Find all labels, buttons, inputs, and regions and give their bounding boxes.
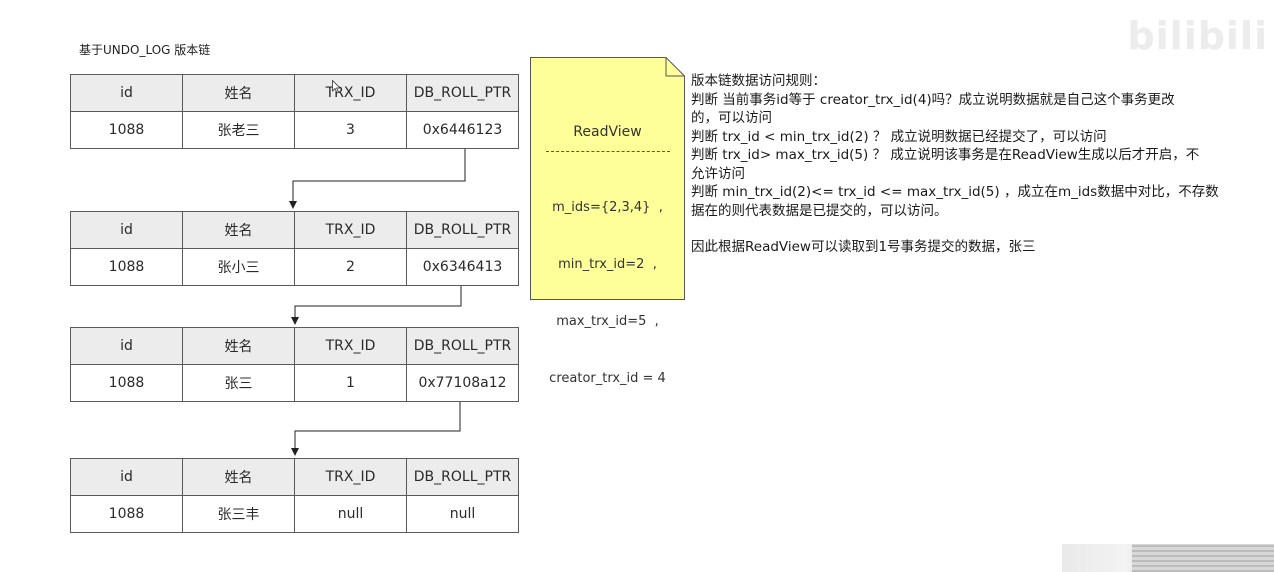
- record-header-row: id 姓名 TRX_ID DB_ROLL_PTR: [70, 327, 519, 365]
- rule-line: 判断 trx_id < min_trx_id(2) ？ 成立说明数据已经提交了，…: [691, 128, 1107, 145]
- rule-line: 判断 trx_id> max_trx_id(5) ？ 成立说明该事务是在Read…: [691, 147, 1200, 163]
- rule-line: 据在的则代表数据是已提交的，可以访问。: [691, 202, 948, 219]
- cell-trx-id: null: [294, 495, 407, 533]
- roll-pointer-arrow-1: [289, 149, 466, 209]
- rule-line: 判断 当前事务id等于 creator_trx_id(4)吗？成立说明数据就是自…: [691, 91, 1175, 108]
- rule-line: 判断 min_trx_id(2)<= trx_id <= max_trx_id(…: [691, 184, 1219, 200]
- rules-conclusion: 因此根据ReadView可以读取到1号事务提交的数据，张三: [691, 239, 1036, 255]
- cell-name: 张三丰: [182, 495, 295, 533]
- cell-trx-id: 3: [294, 111, 407, 149]
- cell-db-roll-ptr: null: [406, 495, 519, 533]
- rule-line: 的，可以访问: [691, 110, 772, 126]
- rules-heading: 版本链数据访问规则：: [691, 73, 826, 89]
- header-db-roll-ptr: DB_ROLL_PTR: [406, 211, 519, 249]
- record-data-row: 1088 张老三 3 0x6446123: [70, 111, 519, 149]
- record-header-row: id 姓名 TRX_ID DB_ROLL_PTR: [70, 211, 519, 249]
- diagram-title: 基于UNDO_LOG 版本链: [79, 43, 211, 57]
- cell-name: 张老三: [182, 111, 295, 149]
- cell-id: 1088: [70, 111, 183, 149]
- readview-separator: [546, 151, 670, 152]
- roll-pointer-arrow-2: [291, 286, 462, 325]
- access-rules: 版本链数据访问规则： 判断 当前事务id等于 creator_trx_id(4)…: [691, 72, 1246, 257]
- record-header-row: id 姓名 TRX_ID DB_ROLL_PTR: [70, 74, 519, 112]
- header-name: 姓名: [182, 74, 295, 112]
- roll-pointer-arrow-3: [291, 402, 461, 456]
- cell-trx-id: 1: [294, 364, 407, 402]
- readview-creator-trx-id: creator_trx_id = 4: [549, 371, 666, 386]
- video-thumbnail: [1062, 544, 1274, 572]
- readview-min-trx-id: min_trx_id=2 ,: [558, 257, 657, 272]
- header-id: id: [70, 327, 183, 365]
- header-trx-id: TRX_ID: [294, 74, 407, 112]
- header-name: 姓名: [182, 211, 295, 249]
- version-record-1: id 姓名 TRX_ID DB_ROLL_PTR 1088 张老三 3 0x64…: [70, 74, 519, 149]
- cell-db-roll-ptr: 0x6346413: [406, 248, 519, 286]
- note-shape: [530, 57, 685, 300]
- cell-name: 张小三: [182, 248, 295, 286]
- record-data-row: 1088 张小三 2 0x6346413: [70, 248, 519, 286]
- readview-m-ids: m_ids={2,3,4} ,: [552, 200, 663, 215]
- cell-trx-id: 2: [294, 248, 407, 286]
- record-data-row: 1088 张三丰 null null: [70, 495, 519, 533]
- header-name: 姓名: [182, 327, 295, 365]
- record-data-row: 1088 张三 1 0x77108a12: [70, 364, 519, 402]
- cell-db-roll-ptr: 0x6446123: [406, 111, 519, 149]
- readview-max-trx-id: max_trx_id=5 ,: [556, 314, 659, 329]
- bilibili-watermark-logo: bilibili: [1127, 14, 1268, 58]
- version-record-3: id 姓名 TRX_ID DB_ROLL_PTR 1088 张三 1 0x771…: [70, 327, 519, 402]
- header-trx-id: TRX_ID: [294, 211, 407, 249]
- record-header-row: id 姓名 TRX_ID DB_ROLL_PTR: [70, 458, 519, 496]
- version-record-4: id 姓名 TRX_ID DB_ROLL_PTR 1088 张三丰 null n…: [70, 458, 519, 533]
- cell-id: 1088: [70, 248, 183, 286]
- rule-line: 允许访问: [691, 165, 745, 182]
- readview-note: ReadView m_ids={2,3,4} , min_trx_id=2 , …: [530, 57, 685, 386]
- rules-spacer: [691, 220, 1246, 238]
- header-db-roll-ptr: DB_ROLL_PTR: [406, 74, 519, 112]
- thumbnail-stripes: [1132, 544, 1274, 572]
- readview-fields: m_ids={2,3,4} , min_trx_id=2 , max_trx_i…: [530, 160, 685, 426]
- version-record-2: id 姓名 TRX_ID DB_ROLL_PTR 1088 张小三 2 0x63…: [70, 211, 519, 286]
- header-id: id: [70, 458, 183, 496]
- header-db-roll-ptr: DB_ROLL_PTR: [406, 458, 519, 496]
- cell-id: 1088: [70, 495, 183, 533]
- cell-db-roll-ptr: 0x77108a12: [406, 364, 519, 402]
- readview-title: ReadView: [573, 124, 642, 140]
- cell-id: 1088: [70, 364, 183, 402]
- mouse-cursor-icon: [332, 80, 341, 94]
- header-db-roll-ptr: DB_ROLL_PTR: [406, 327, 519, 365]
